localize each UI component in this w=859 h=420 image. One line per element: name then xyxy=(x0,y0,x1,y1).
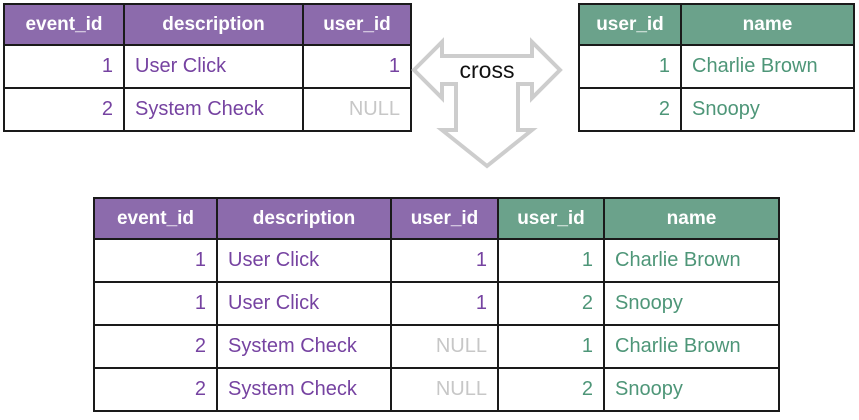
table-cell: User Click xyxy=(123,44,304,89)
table-cell: 2 xyxy=(93,367,218,412)
table-cell: 1 xyxy=(93,281,218,326)
table-cell: Charlie Brown xyxy=(680,44,855,89)
table-cell: 1 xyxy=(578,44,682,89)
column-header-name: name xyxy=(680,3,855,46)
column-header-user_id: user_id xyxy=(302,3,412,46)
table-cell: System Check xyxy=(123,87,304,132)
table-cell: 2 xyxy=(578,87,682,132)
table-cell: System Check xyxy=(216,324,392,369)
table-cell: 1 xyxy=(93,238,218,283)
table-cell: 2 xyxy=(93,324,218,369)
three-way-arrow-icon xyxy=(411,37,563,169)
join-type-label: cross xyxy=(460,57,515,83)
table-cell: NULL xyxy=(390,367,499,412)
table-cell: 2 xyxy=(497,367,605,412)
column-header-user_id: user_id xyxy=(497,197,605,240)
table-cell: 1 xyxy=(3,44,125,89)
table-cell: User Click xyxy=(216,238,392,283)
table-cell: 1 xyxy=(390,238,499,283)
table-cell: Charlie Brown xyxy=(603,324,780,369)
table-cell: Snoopy xyxy=(603,367,780,412)
column-header-user_id: user_id xyxy=(390,197,499,240)
table-cell: 1 xyxy=(302,44,412,89)
column-header-description: description xyxy=(216,197,392,240)
table-cell: Charlie Brown xyxy=(603,238,780,283)
table-cell: 1 xyxy=(390,281,499,326)
column-header-user_id: user_id xyxy=(578,3,682,46)
column-header-description: description xyxy=(123,3,304,46)
table-cell: Snoopy xyxy=(603,281,780,326)
column-header-name: name xyxy=(603,197,780,240)
table-cell: System Check xyxy=(216,367,392,412)
table-cell: NULL xyxy=(390,324,499,369)
table-cell: 2 xyxy=(497,281,605,326)
column-header-event_id: event_id xyxy=(3,3,125,46)
cross-join-arrow: cross xyxy=(408,34,568,174)
table-cell: 2 xyxy=(3,87,125,132)
table-cell: Snoopy xyxy=(680,87,855,132)
column-header-event_id: event_id xyxy=(93,197,218,240)
table-cell: 1 xyxy=(497,238,605,283)
table-cell: User Click xyxy=(216,281,392,326)
table-cell: 1 xyxy=(497,324,605,369)
table-cell: NULL xyxy=(302,87,412,132)
